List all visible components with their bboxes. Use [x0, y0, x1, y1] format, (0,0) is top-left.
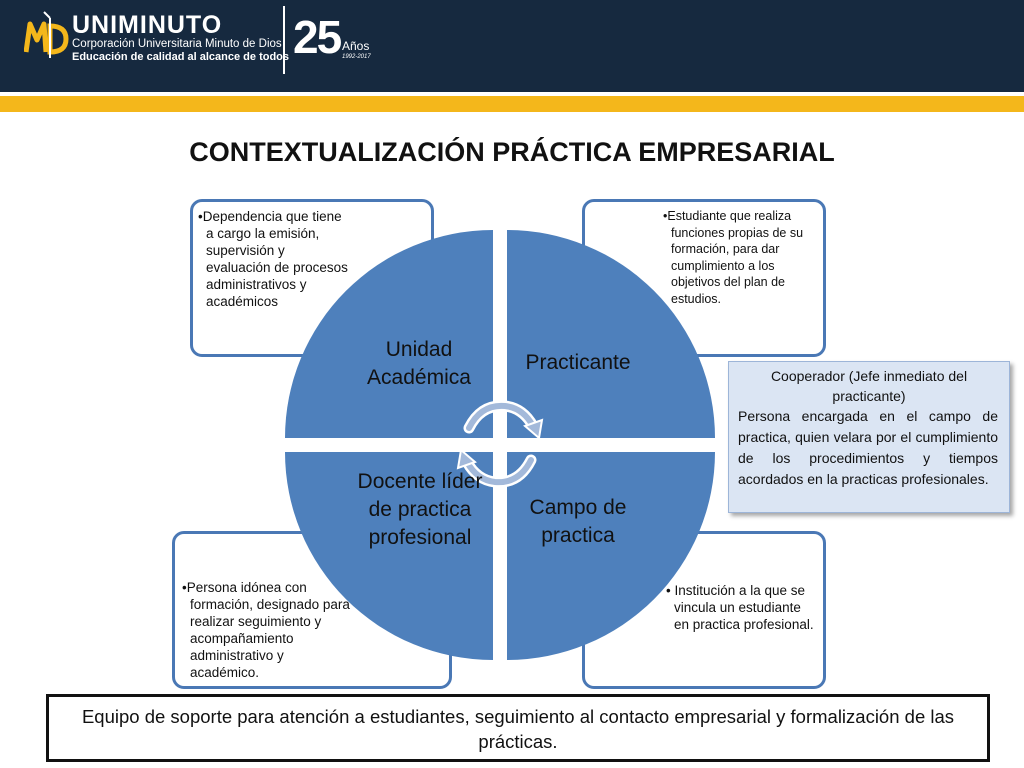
anniversary-years: 1992-2017 — [342, 54, 371, 60]
circle-diagram — [285, 230, 715, 660]
description-unidad-text: •Dependencia que tiene a cargo la emisió… — [198, 209, 348, 309]
quadrant-label-campo: Campo de practica — [529, 496, 627, 547]
footer-box — [46, 694, 990, 762]
quadrant-top-right — [507, 230, 715, 438]
logo-tagline: Educación de calidad al alcance de todos — [72, 51, 290, 63]
cooperador-box — [728, 361, 1010, 513]
logo-subtitle: Corporación Universitaria Minuto de Dios — [72, 38, 282, 50]
quadrant-top-left — [285, 230, 493, 438]
quadrant-bottom-left — [285, 452, 493, 660]
description-docente-text: •Persona idónea con formación, designado… — [182, 580, 350, 680]
quadrant-label-unidad: Unidad Académica — [367, 338, 471, 389]
footer-text: Equipo de soporte para atención a estudi… — [81, 706, 955, 752]
page-title: CONTEXTUALIZACIÓN PRÁCTICA EMPRESARIAL — [189, 137, 835, 167]
quadrant-bottom-right — [507, 452, 715, 660]
header-gold-stripe — [0, 96, 1024, 112]
description-campo-text: • Institución a la que se vincula un est… — [666, 583, 814, 632]
description-practicante: •Estudiante que realiza funciones propia… — [663, 208, 819, 307]
description-campo: • Institución a la que se vincula un est… — [666, 582, 818, 633]
logo-name: UNIMINUTO — [72, 11, 223, 39]
md-logo-icon — [24, 11, 69, 58]
description-unidad: •Dependencia que tiene a cargo la emisió… — [198, 208, 348, 310]
anniversary-number: 25 — [293, 11, 342, 63]
quadrant-label-practicante: Practicante — [525, 351, 631, 374]
circular-arrows-icon — [456, 400, 544, 488]
cooperador-title: Cooperador (Jefe inmediato del practican… — [770, 368, 968, 404]
quadrant-label-docente: Docente líder de practica profesional — [357, 470, 483, 549]
anniversary-word: Años — [342, 39, 370, 53]
header-band — [0, 0, 1024, 92]
cooperador-description: Persona encargada en el campo de practic… — [738, 408, 998, 487]
logo-divider — [283, 6, 285, 74]
header-divider-line — [0, 92, 1024, 96]
description-practicante-text: •Estudiante que realiza funciones propia… — [663, 209, 804, 306]
description-docente: •Persona idónea con formación, designado… — [182, 579, 354, 681]
